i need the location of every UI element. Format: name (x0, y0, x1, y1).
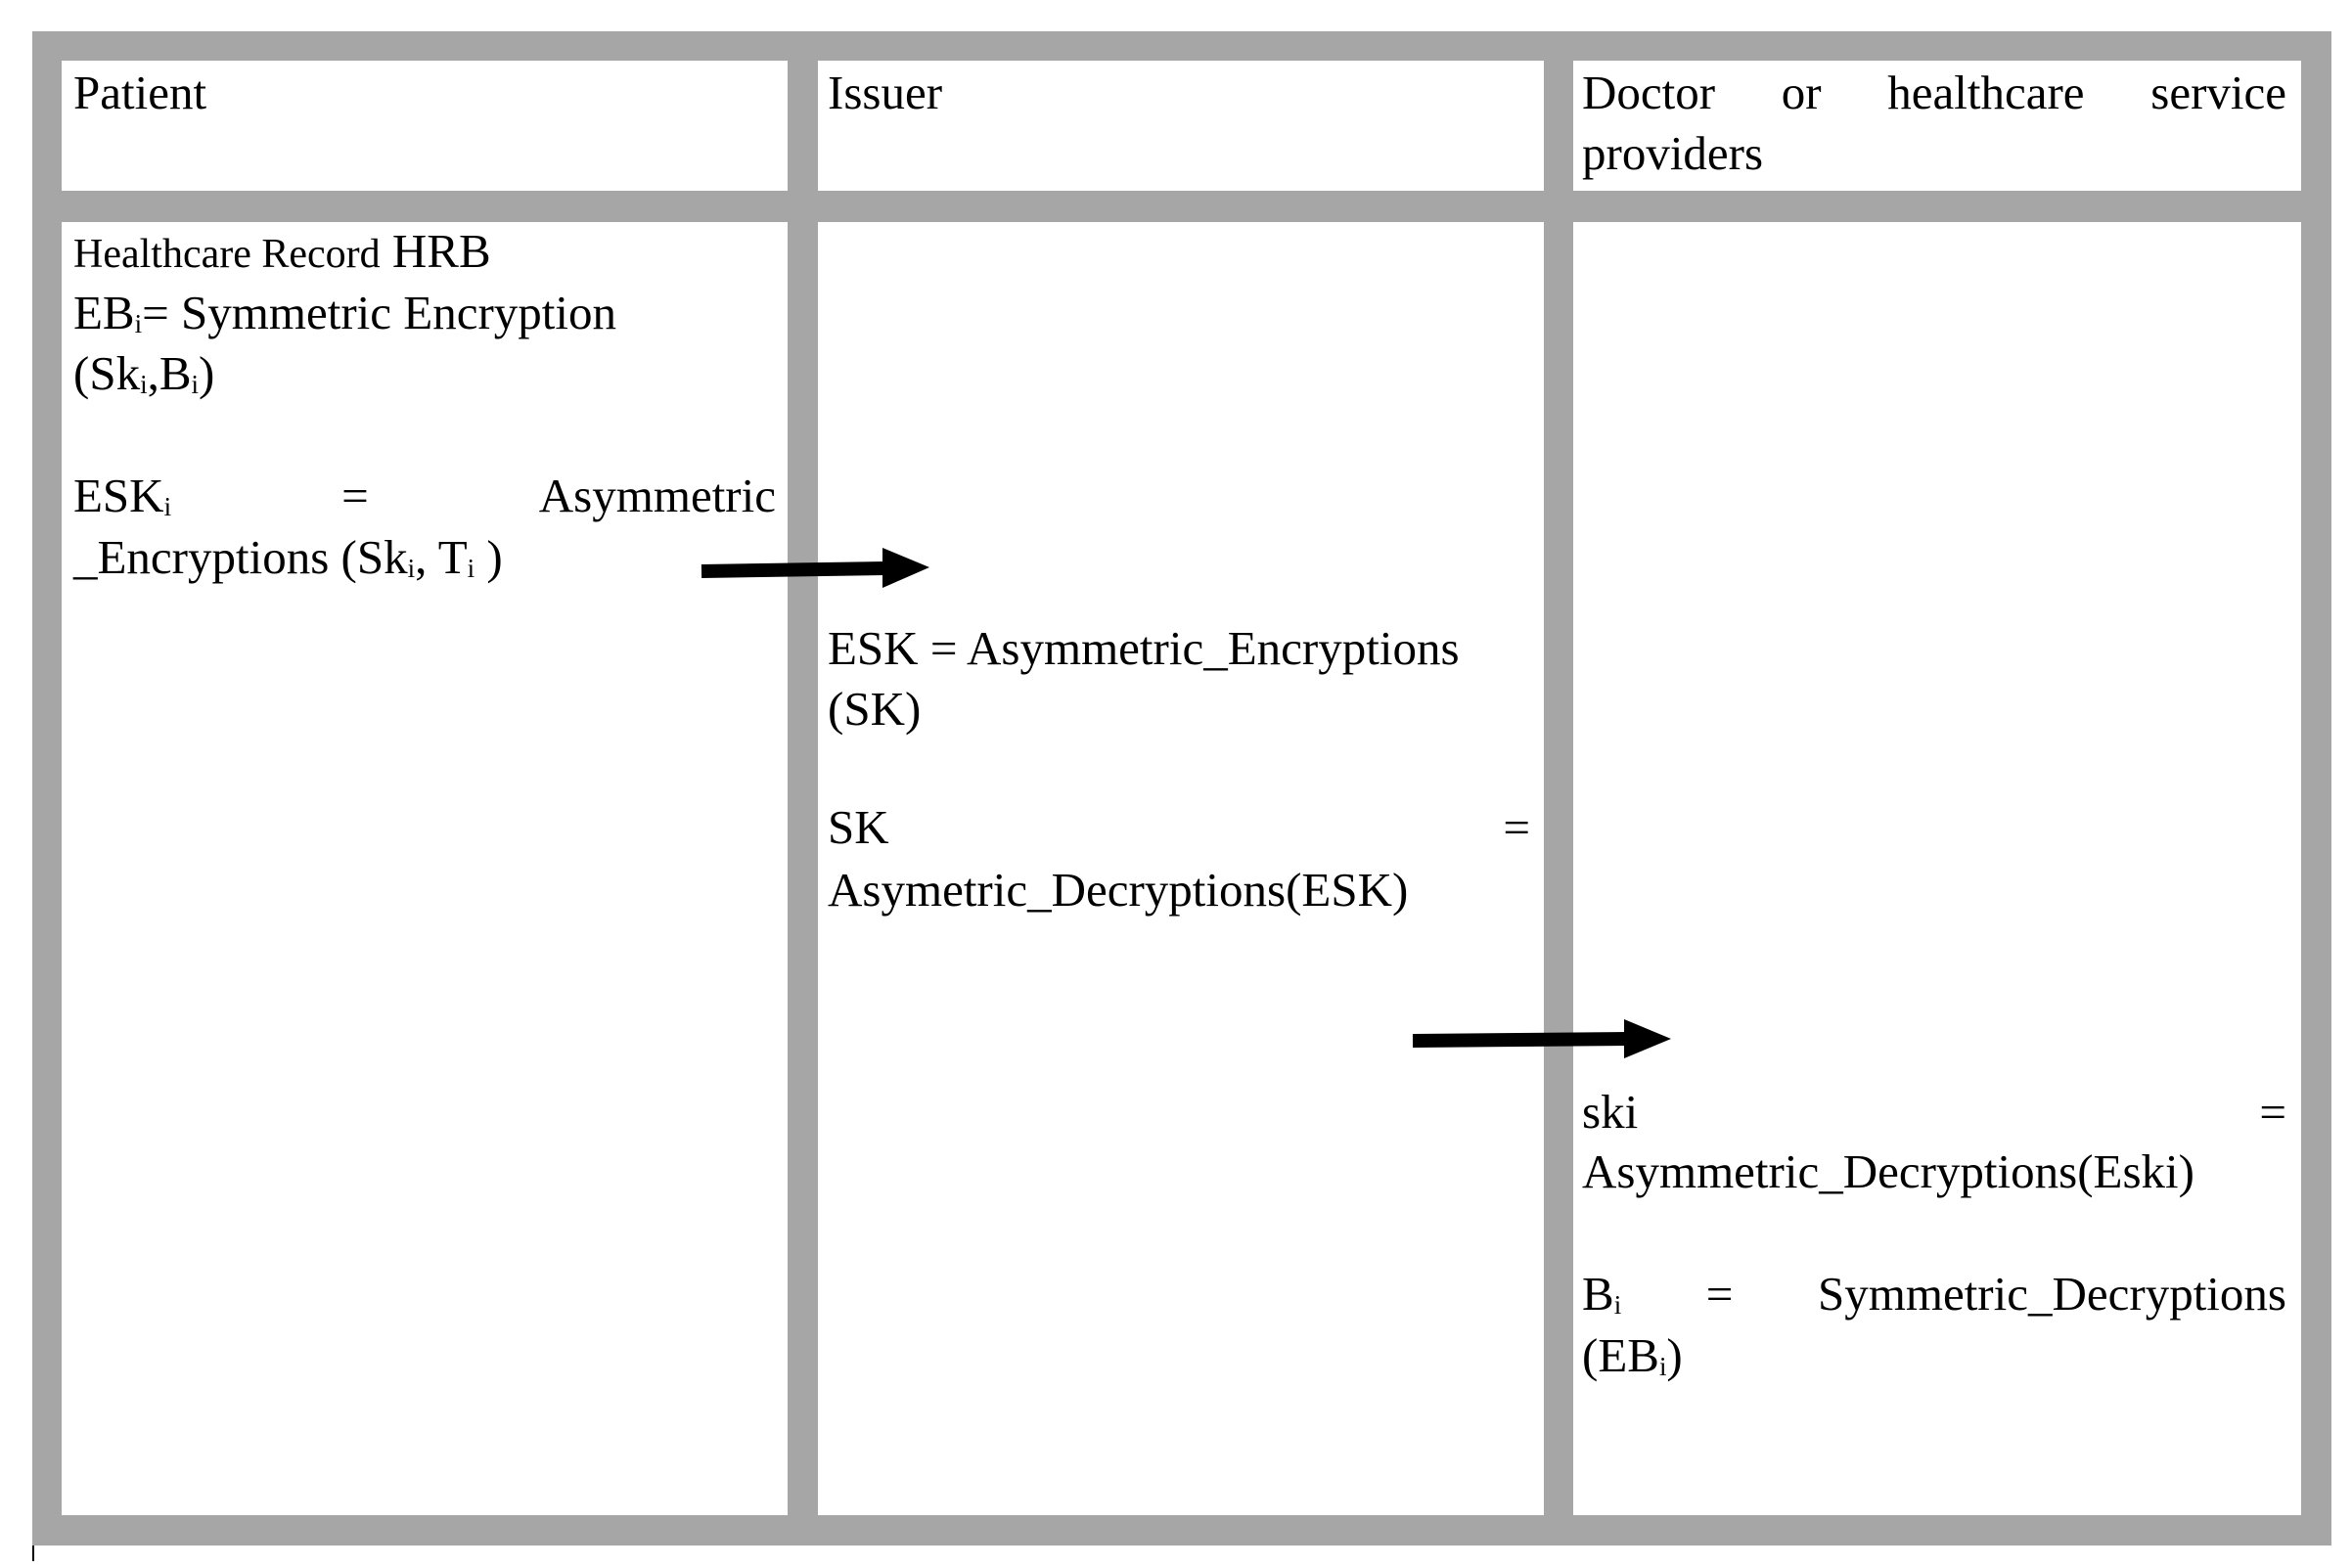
esk-rhs: Asymmetric (538, 469, 776, 522)
doctor-ski-line: ski = (1582, 1082, 2286, 1142)
b-sub: i (1613, 1290, 1622, 1321)
esk-cont-3: i (467, 554, 475, 584)
body-cell-doctor (1573, 222, 2301, 1515)
column-header-patient: Patient (73, 66, 207, 119)
esk-cont-0: _Encryptions (Sk (73, 530, 408, 584)
sk-eq: = (1503, 800, 1530, 854)
issuer-sk-decryption: Asymetric_Decryptions(ESK) (828, 863, 1409, 917)
eb-sub: i (134, 309, 143, 339)
arrow-patient-to-issuer (701, 548, 929, 588)
esk-cont-4: ) (475, 530, 503, 584)
header-cell-patient (62, 61, 788, 191)
sk-lhs: SK (828, 800, 889, 854)
esk-eq: = (341, 469, 369, 522)
arrow-patient-to-issuer-head (882, 548, 929, 588)
arrow-issuer-to-doctor (1412, 1019, 1671, 1058)
ski-lhs: ski (1582, 1085, 1639, 1139)
column-header-doctor-text: Doctor or healthcare service providers (1582, 66, 2286, 180)
header-cell-issuer (818, 61, 1544, 191)
asymmetric-encryption-args: _Encryptions (Ski, Ti ) (73, 527, 503, 588)
record-label: Healthcare Record (73, 232, 381, 277)
corner-tick-mark (32, 1546, 34, 1561)
arrow-patient-to-issuer-shaft (701, 561, 886, 578)
column-header-issuer: Issuer (828, 66, 943, 119)
eb-lhs: EB (73, 286, 135, 339)
eb-arg-1: i (140, 370, 148, 400)
b-rhs: Symmetric_Decryptions (1817, 1267, 2286, 1321)
doctor-b-args: (EBi) (1582, 1325, 1683, 1386)
issuer-esk-args: (SK) (828, 682, 922, 736)
b-lhs: B (1582, 1267, 1614, 1321)
asymmetric-encryption-line: ESKi = Asymmetric (73, 466, 776, 526)
symmetric-encryption-line: EBi= Symmetric Encryption (73, 283, 616, 343)
column-header-doctor: Doctor or healthcare service providers (1582, 63, 2286, 184)
body-cell-patient (62, 222, 788, 1515)
esk-lhs: ESK (73, 469, 164, 522)
eb-rhs: = Symmetric Encryption (142, 286, 616, 339)
arrow-issuer-to-doctor-shaft (1412, 1032, 1628, 1048)
arrow-issuer-to-doctor-head (1624, 1019, 1671, 1058)
eb-arg-4: ) (198, 346, 215, 400)
header-cell-doctor (1573, 61, 2301, 191)
eb-arg-3: i (191, 370, 199, 400)
doctor-b-line: Bi = Symmetric_Decryptions (1582, 1264, 2286, 1324)
healthcare-record-line: Healthcare Record HRB (73, 221, 491, 285)
b-arg-2: ) (1666, 1328, 1683, 1382)
body-cell-issuer (818, 222, 1544, 1515)
b-arg-1: i (1658, 1352, 1667, 1382)
issuer-esk-line: ESK = Asymmetric_Encryptions (828, 621, 1460, 675)
issuer-sk-line: SK = (828, 797, 1530, 858)
esk-sub: i (163, 492, 172, 522)
esk-lhs-group: ESKi (73, 466, 171, 526)
doctor-ski-decryption: Asymmetric_Decryptions(Eski) (1582, 1144, 2194, 1198)
symmetric-encryption-args: (Ski,Bi) (73, 343, 214, 404)
eb-arg-0: (Sk (73, 346, 141, 400)
b-arg-0: (EB (1582, 1328, 1659, 1382)
b-lhs-group: Bi (1582, 1264, 1621, 1324)
ski-eq: = (2259, 1085, 2286, 1139)
esk-cont-1: i (407, 554, 416, 584)
record-name: HRB (391, 224, 491, 278)
esk-cont-2: , T (415, 530, 468, 584)
b-eq: = (1705, 1267, 1734, 1321)
eb-arg-2: ,B (147, 346, 192, 400)
